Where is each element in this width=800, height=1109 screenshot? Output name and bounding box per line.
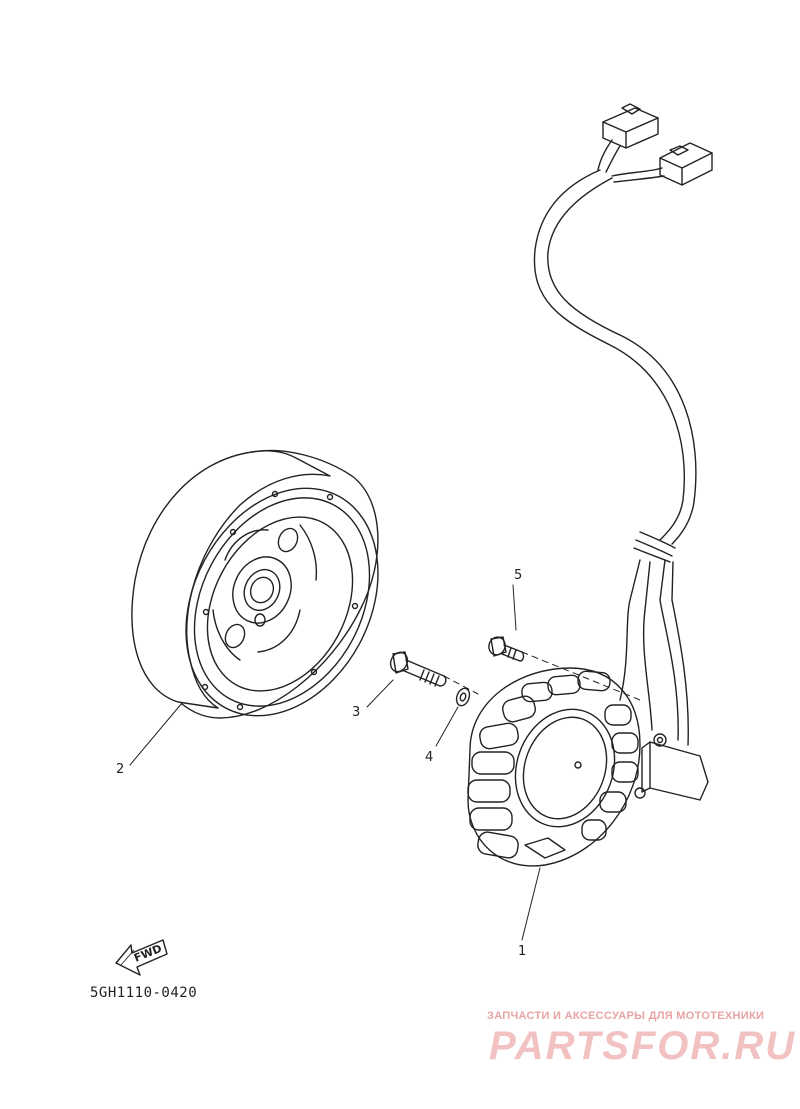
flywheel-rotor — [131, 449, 379, 719]
callout-5: 5 — [514, 568, 523, 583]
washer-part-4 — [455, 687, 471, 707]
watermark-brand: PARTSFOR.RU — [489, 1024, 797, 1068]
connector-upper — [602, 103, 659, 149]
leader-lines — [129, 584, 641, 941]
callout-1: 1 — [518, 944, 527, 959]
diagram-code: 5GH1110-0420 — [90, 985, 198, 1001]
bolt-part-5 — [488, 636, 525, 662]
callout-2: 2 — [116, 762, 125, 777]
callout-4: 4 — [425, 750, 434, 765]
watermark-subtitle: ЗАПЧАСТИ И АКСЕССУАРЫ ДЛЯ МОТОТЕХНИКИ — [487, 1010, 765, 1022]
connector-lower — [659, 142, 713, 186]
callout-3: 3 — [352, 705, 361, 720]
fwd-arrow-icon — [115, 939, 168, 976]
bolt-part-3 — [389, 651, 447, 687]
wire-harness — [533, 139, 697, 746]
stator-coil — [467, 667, 709, 867]
